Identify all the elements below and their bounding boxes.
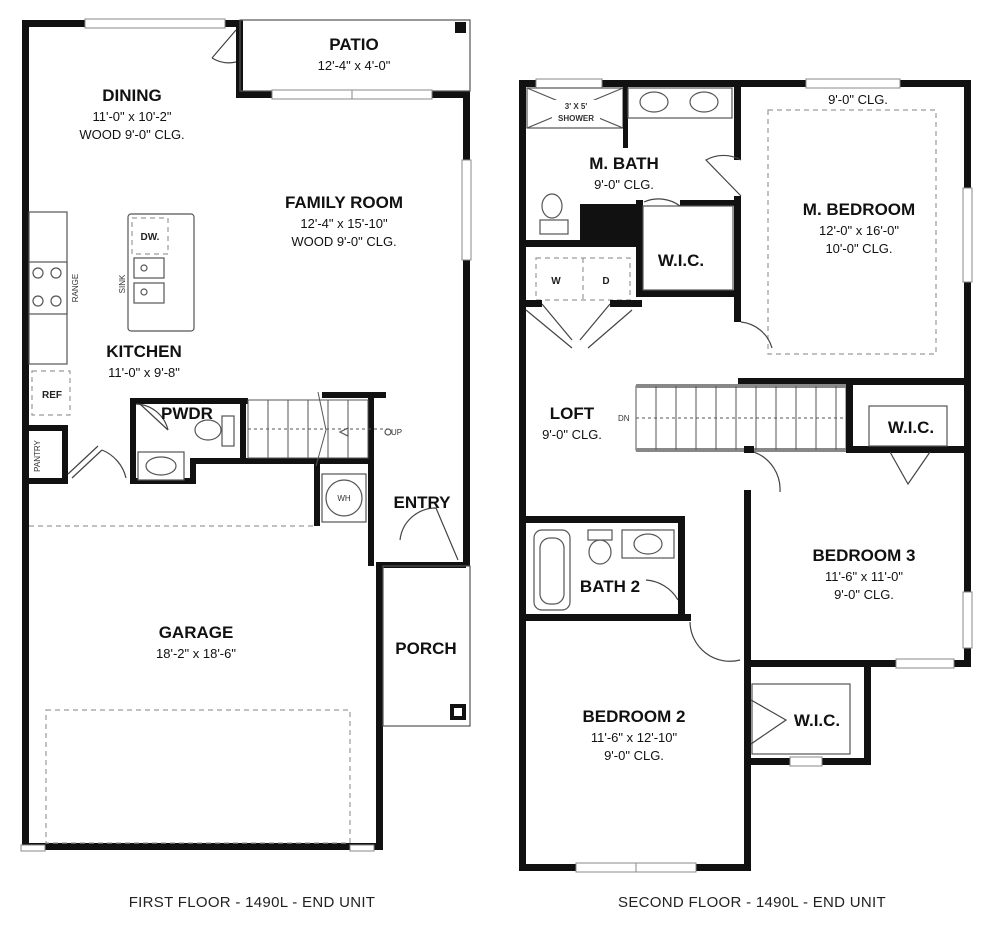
dining-dims: 11'-0" x 10'-2" <box>93 109 172 124</box>
kitchen-label: KITCHEN <box>106 342 182 361</box>
dryer-label: D <box>602 276 609 287</box>
first-floor-plan <box>20 18 472 852</box>
pantry-label: PANTRY <box>33 439 42 471</box>
kitchen-dims: 11'-0" x 9'-8" <box>108 365 180 380</box>
patio-label: PATIO <box>329 35 378 54</box>
bedroom-3-dims: 11'-6" x 11'-0" <box>825 569 903 584</box>
m-bedroom-dims: 12'-0" x 16'-0" <box>819 223 899 238</box>
garage-label: GARAGE <box>159 623 234 642</box>
bedroom-2-dims: 11'-6" x 12'-10" <box>591 730 678 745</box>
first-floor-caption: FIRST FLOOR - 1490L - END UNIT <box>129 894 376 911</box>
family-room-label: FAMILY ROOM <box>285 193 403 212</box>
washer-label: W <box>551 276 561 287</box>
garage-dims: 18'-2" x 18'-6" <box>156 646 236 661</box>
bath-2-label: BATH 2 <box>580 577 640 596</box>
second-floor-caption: SECOND FLOOR - 1490L - END UNIT <box>618 894 886 911</box>
shower-size-label: 3' X 5' <box>565 102 588 111</box>
wic-master-label: W.I.C. <box>658 251 704 270</box>
second-floor-plan <box>519 78 973 873</box>
dishwasher-label: DW. <box>141 232 160 243</box>
loft-ceiling: 9'-0" CLG. <box>542 427 602 442</box>
dining-ceiling: WOOD 9'-0" CLG. <box>79 127 184 142</box>
m-bedroom-label: M. BEDROOM <box>803 200 915 219</box>
m-bedroom-ceiling: 10'-0" CLG. <box>825 241 892 256</box>
shower-label: SHOWER <box>558 114 594 123</box>
porch-label: PORCH <box>395 639 456 658</box>
family-room-dims: 12'-4" x 15'-10" <box>300 216 388 231</box>
m-bedroom-tray-ceiling: 9'-0" CLG. <box>828 92 888 107</box>
dining-label: DINING <box>102 86 162 105</box>
entry-label: ENTRY <box>394 493 452 512</box>
water-heater-label: WH <box>337 494 351 503</box>
bedroom-3-ceiling: 9'-0" CLG. <box>834 587 894 602</box>
ref-label: REF <box>42 390 62 401</box>
bedroom-2-ceiling: 9'-0" CLG. <box>604 748 664 763</box>
up-label: UP <box>391 428 402 437</box>
sink-label: SINK <box>118 274 127 293</box>
bedroom-3-label: BEDROOM 3 <box>813 546 916 565</box>
m-bath-ceiling: 9'-0" CLG. <box>594 177 654 192</box>
pwdr-label: PWDR <box>161 404 213 423</box>
loft-label: LOFT <box>550 404 595 423</box>
wic-bed2-label: W.I.C. <box>794 711 840 730</box>
dn-label: DN <box>618 414 630 423</box>
wic-bed3-label: W.I.C. <box>888 418 934 437</box>
patio-dims: 12'-4" x 4'-0" <box>318 58 391 73</box>
family-room-ceiling: WOOD 9'-0" CLG. <box>291 234 396 249</box>
m-bath-label: M. BATH <box>589 154 659 173</box>
bedroom-2-label: BEDROOM 2 <box>583 707 686 726</box>
range-label: RANGE <box>71 274 80 302</box>
